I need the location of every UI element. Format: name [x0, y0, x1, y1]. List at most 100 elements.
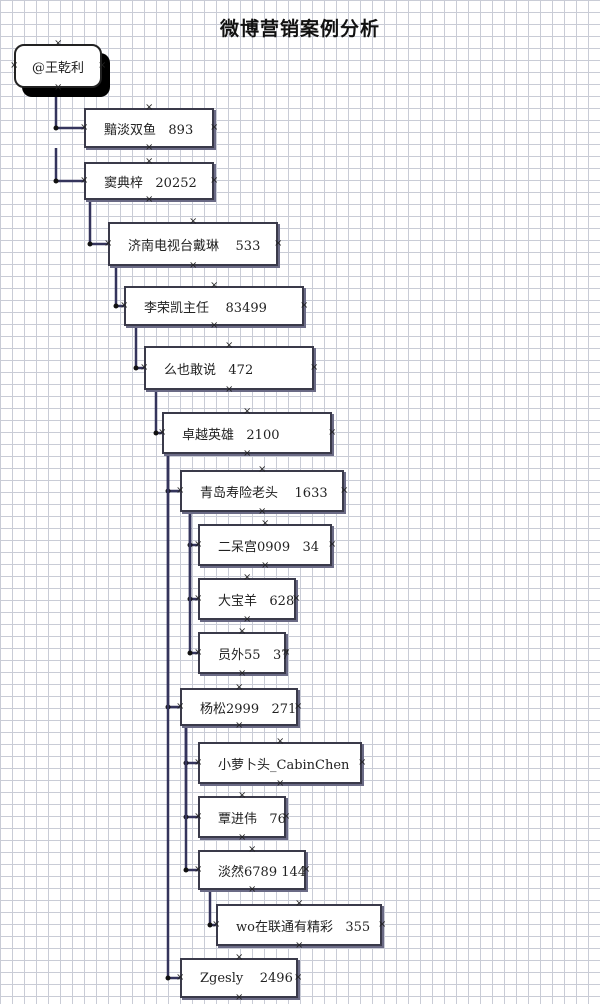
node-yuanwai55[interactable]: 员外55 37: [198, 632, 290, 674]
connector-joint: [187, 650, 193, 656]
connection-handle-icon[interactable]: ×: [292, 593, 301, 604]
node-label: Zgesly 2496: [200, 970, 293, 986]
connection-handle-icon[interactable]: ×: [54, 38, 63, 49]
connection-handle-icon[interactable]: ×: [248, 884, 257, 895]
connection-handle-icon[interactable]: ×: [258, 464, 267, 475]
connector-joint: [165, 975, 171, 981]
connection-handle-icon[interactable]: ×: [189, 260, 198, 271]
connection-handle-icon[interactable]: ×: [176, 485, 185, 496]
connection-handle-icon[interactable]: ×: [235, 720, 244, 731]
node-label: 小萝卜头_CabinChen: [218, 757, 350, 773]
connection-handle-icon[interactable]: ×: [194, 864, 203, 875]
connector-joint: [53, 178, 59, 184]
connector-joint: [153, 430, 159, 436]
connection-handle-icon[interactable]: ×: [235, 952, 244, 963]
connection-handle-icon[interactable]: ×: [243, 572, 252, 583]
node-label: 窦典梓 20252: [104, 175, 197, 191]
connection-handle-icon[interactable]: ×: [328, 539, 337, 550]
connection-handle-icon[interactable]: ×: [189, 216, 198, 227]
connection-handle-icon[interactable]: ×: [194, 811, 203, 822]
connector-line: [184, 726, 198, 819]
connection-handle-icon[interactable]: ×: [176, 701, 185, 712]
connection-handle-icon[interactable]: ×: [243, 406, 252, 417]
connection-handle-icon[interactable]: ×: [243, 614, 252, 625]
connection-handle-icon[interactable]: ×: [358, 757, 367, 768]
node-label: 么也敢说 472: [164, 362, 254, 378]
diagram-title: 微博营销案例分析: [219, 18, 380, 40]
connection-handle-icon[interactable]: ×: [98, 60, 107, 71]
connection-handle-icon[interactable]: ×: [145, 156, 154, 167]
connector-joint: [183, 867, 189, 873]
connection-handle-icon[interactable]: ×: [80, 122, 89, 133]
connection-handle-icon[interactable]: ×: [235, 992, 244, 1003]
root-node-label: @王乾利: [31, 60, 84, 76]
connection-handle-icon[interactable]: ×: [295, 898, 304, 909]
connection-handle-icon[interactable]: ×: [194, 539, 203, 550]
connection-handle-icon[interactable]: ×: [194, 647, 203, 658]
connection-handle-icon[interactable]: ×: [80, 175, 89, 186]
connection-handle-icon[interactable]: ×: [145, 194, 154, 205]
connection-handle-icon[interactable]: ×: [261, 518, 270, 529]
connection-handle-icon[interactable]: ×: [194, 757, 203, 768]
connection-handle-icon[interactable]: ×: [212, 919, 221, 930]
connector-line: [188, 512, 198, 655]
node-label: 杨松2999 271: [200, 701, 297, 717]
node-meyegansho[interactable]: 么也敢说 472: [144, 346, 314, 390]
connection-handle-icon[interactable]: ×: [145, 142, 154, 153]
connection-handle-icon[interactable]: ×: [310, 362, 319, 373]
connection-handle-icon[interactable]: ×: [238, 668, 247, 679]
connection-handle-icon[interactable]: ×: [238, 832, 247, 843]
node-label: 济南电视台戴琳 533: [128, 238, 261, 254]
connection-handle-icon[interactable]: ×: [225, 340, 234, 351]
connector-joint: [133, 365, 139, 371]
connection-handle-icon[interactable]: ×: [282, 647, 291, 658]
connection-handle-icon[interactable]: ×: [276, 778, 285, 789]
node-label: 黯淡双鱼 893: [104, 122, 194, 138]
connection-handle-icon[interactable]: ×: [274, 238, 283, 249]
connection-handle-icon[interactable]: ×: [194, 593, 203, 604]
connection-handle-icon[interactable]: ×: [145, 102, 154, 113]
connection-handle-icon[interactable]: ×: [378, 919, 387, 930]
connection-handle-icon[interactable]: ×: [158, 427, 167, 438]
node-label: 员外55 37: [218, 647, 290, 663]
connection-handle-icon[interactable]: ×: [282, 811, 291, 822]
connection-handle-icon[interactable]: ×: [235, 682, 244, 693]
connection-handle-icon[interactable]: ×: [243, 448, 252, 459]
connection-handle-icon[interactable]: ×: [104, 238, 113, 249]
connection-handle-icon[interactable]: ×: [210, 280, 219, 291]
connection-handle-icon[interactable]: ×: [300, 300, 309, 311]
node-label: 卓越英雄 2100: [182, 427, 280, 443]
connection-handle-icon[interactable]: ×: [120, 300, 129, 311]
connection-handle-icon[interactable]: ×: [294, 701, 303, 712]
node-label: 二呆宫0909 34: [218, 539, 320, 555]
node-label: 淡然6789 144: [218, 864, 307, 880]
connection-handle-icon[interactable]: ×: [10, 60, 19, 71]
connection-handle-icon[interactable]: ×: [294, 972, 303, 983]
connection-handle-icon[interactable]: ×: [210, 320, 219, 331]
connection-handle-icon[interactable]: ×: [258, 506, 267, 517]
connection-handle-icon[interactable]: ×: [248, 844, 257, 855]
connection-handle-icon[interactable]: ×: [238, 790, 247, 801]
connection-handle-icon[interactable]: ×: [225, 384, 234, 395]
connection-handle-icon[interactable]: ×: [295, 940, 304, 951]
connection-handle-icon[interactable]: ×: [276, 736, 285, 747]
connection-handle-icon[interactable]: ×: [261, 560, 270, 571]
connection-handle-icon[interactable]: ×: [140, 362, 149, 373]
connection-handle-icon[interactable]: ×: [210, 122, 219, 133]
connection-handle-icon[interactable]: ×: [176, 972, 185, 983]
connector-line: [166, 454, 180, 980]
connector-joint: [207, 922, 213, 928]
node-label: wo在联通有精彩 355: [236, 919, 371, 935]
connector-joint: [87, 241, 93, 247]
connection-handle-icon[interactable]: ×: [302, 864, 311, 875]
node-label: 覃进伟 76: [218, 811, 286, 827]
node-label: 李荣凯主任 83499: [144, 300, 267, 316]
connector-line: [184, 726, 198, 872]
connection-handle-icon[interactable]: ×: [328, 427, 337, 438]
connection-handle-icon[interactable]: ×: [54, 82, 63, 93]
connection-handle-icon[interactable]: ×: [238, 626, 247, 637]
connection-handle-icon[interactable]: ×: [340, 485, 349, 496]
node-label: 大宝羊 628: [218, 593, 295, 609]
connection-handle-icon[interactable]: ×: [210, 175, 219, 186]
